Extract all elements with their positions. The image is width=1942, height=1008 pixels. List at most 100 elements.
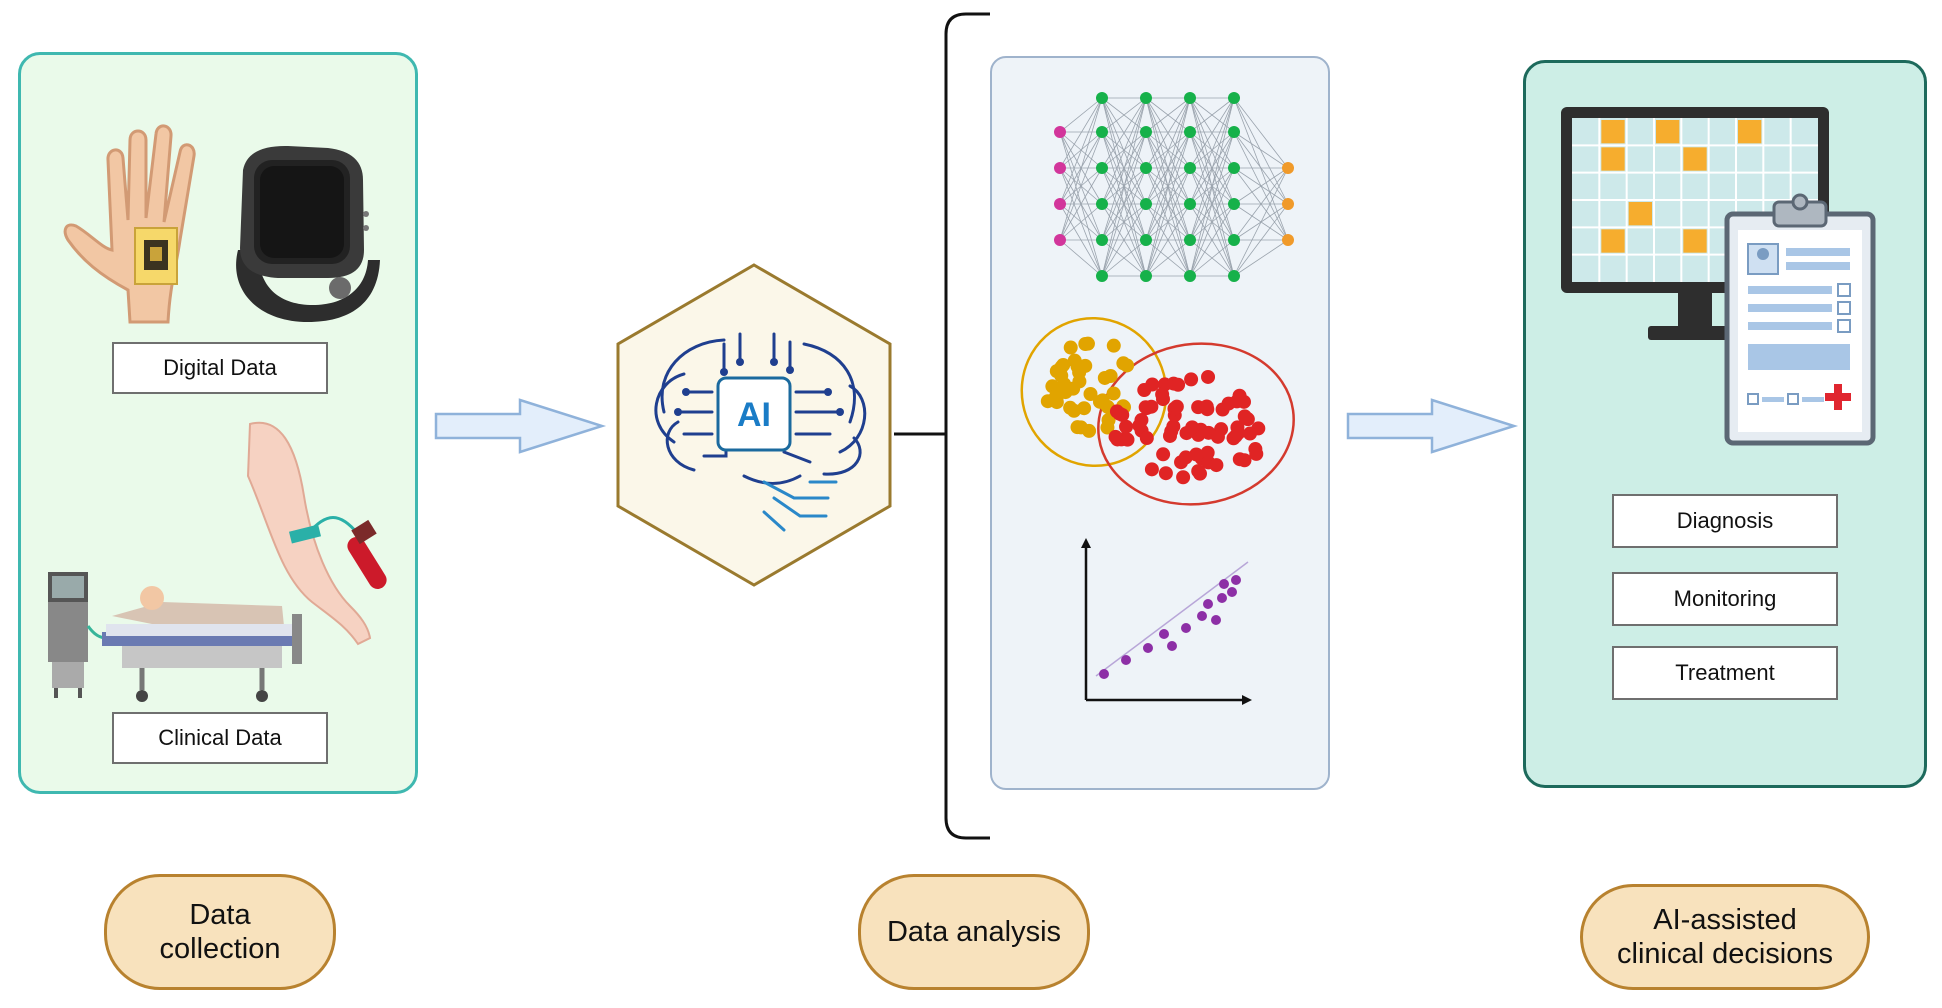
nn-node xyxy=(1096,126,1108,138)
nn-edge xyxy=(1145,97,1191,241)
cluster-point xyxy=(1072,374,1087,389)
nn-edge xyxy=(1059,239,1103,277)
nn-edge xyxy=(1145,97,1191,169)
nn-edge xyxy=(1233,239,1289,277)
cluster-point xyxy=(1108,429,1123,444)
cluster-point xyxy=(1078,336,1093,351)
nn-node xyxy=(1140,162,1152,174)
nn-node xyxy=(1228,162,1240,174)
cluster-point xyxy=(1144,462,1159,477)
scatter-point xyxy=(1227,587,1237,597)
cluster-point xyxy=(1106,386,1121,401)
scatter-point xyxy=(1203,599,1213,609)
cluster-point xyxy=(1109,404,1124,419)
medical-clipboard-icon xyxy=(1724,193,1876,446)
cluster-point xyxy=(1201,369,1216,384)
nn-node xyxy=(1096,234,1108,246)
nn-edge xyxy=(1233,167,1289,205)
nn-edge xyxy=(1189,239,1235,277)
cluster-plot-icon xyxy=(1020,316,1295,506)
cluster-point xyxy=(1243,426,1258,441)
cluster-point xyxy=(1179,426,1194,441)
nn-edge xyxy=(1145,131,1191,277)
dashboard-cell xyxy=(1656,120,1680,144)
nn-node xyxy=(1184,270,1196,282)
arrow-right-icon xyxy=(1346,398,1519,454)
ai-chip-label: AI xyxy=(737,396,771,434)
scatter-point xyxy=(1211,615,1221,625)
nn-node xyxy=(1096,92,1108,104)
cluster-point xyxy=(1191,464,1206,479)
dashboard-cell xyxy=(1601,120,1625,144)
stage-line: Data analysis xyxy=(886,916,1062,948)
cluster-point xyxy=(1155,392,1170,407)
nn-edge xyxy=(1189,97,1235,241)
nn-node xyxy=(1228,92,1240,104)
scatter-point xyxy=(1143,643,1153,653)
stage-data-collection-text: Data collection xyxy=(160,898,281,966)
neural-network-icon xyxy=(1054,92,1294,282)
dashboard-cell xyxy=(1601,229,1625,253)
stage-ai-assisted-decisions: AI-assisted clinical decisions xyxy=(1580,884,1870,990)
cluster-point xyxy=(1169,399,1184,414)
scatter-point xyxy=(1219,579,1229,589)
nn-edge xyxy=(1059,131,1103,241)
stage-line: clinical decisions xyxy=(1617,938,1833,970)
cluster-point xyxy=(1139,431,1154,446)
smartwatch-icon xyxy=(236,145,380,322)
cluster-point xyxy=(1106,338,1121,353)
treatment-text: Treatment xyxy=(1675,660,1775,685)
nn-edge xyxy=(1233,203,1289,277)
nn-edge xyxy=(1189,203,1235,277)
cluster-point xyxy=(1144,399,1159,414)
nn-node xyxy=(1282,234,1294,246)
nn-edge xyxy=(1101,97,1147,277)
nn-edge xyxy=(1101,97,1147,241)
nn-node xyxy=(1184,162,1196,174)
treatment-label: Treatment xyxy=(1612,646,1838,700)
cluster-point xyxy=(1178,450,1193,465)
arm-blood-draw-icon xyxy=(246,421,387,646)
nn-edge xyxy=(1233,167,1289,277)
dashboard-cell xyxy=(1683,147,1707,171)
cluster-point xyxy=(1158,466,1173,481)
scatter-point xyxy=(1099,669,1109,679)
nn-node xyxy=(1096,198,1108,210)
nn-node xyxy=(1184,126,1196,138)
nn-edge xyxy=(1233,131,1289,169)
cluster-point xyxy=(1137,383,1152,398)
diagnosis-text: Diagnosis xyxy=(1676,508,1774,533)
stage-data-analysis-text: Data analysis xyxy=(887,915,1061,949)
cluster-point xyxy=(1101,413,1116,428)
nn-edge xyxy=(1189,131,1235,277)
cluster-point xyxy=(1056,357,1071,372)
nn-node xyxy=(1140,92,1152,104)
nn-node xyxy=(1228,126,1240,138)
nn-edge xyxy=(1145,97,1191,133)
nn-edge xyxy=(1233,167,1289,241)
scatter-point xyxy=(1181,623,1191,633)
cluster-point xyxy=(1237,409,1252,424)
nn-edge xyxy=(1189,97,1235,205)
nn-edge xyxy=(1059,203,1103,241)
nn-node xyxy=(1228,234,1240,246)
scatter-regression-icon xyxy=(1081,538,1252,705)
analysis-bracket xyxy=(894,12,990,840)
cluster-point xyxy=(1209,458,1224,473)
cluster-point xyxy=(1210,429,1225,444)
nn-edge xyxy=(1145,239,1191,277)
nn-node xyxy=(1054,198,1066,210)
digital-data-text: Digital Data xyxy=(163,355,277,380)
scatter-point xyxy=(1231,575,1241,585)
scatter-point xyxy=(1121,655,1131,665)
regression-line xyxy=(1095,561,1249,677)
dashboard-cell xyxy=(1601,147,1625,171)
nn-node xyxy=(1184,234,1196,246)
cluster-point xyxy=(1092,394,1107,409)
monitoring-label: Monitoring xyxy=(1612,572,1838,626)
cluster-point xyxy=(1229,394,1244,409)
nn-edge xyxy=(1101,97,1147,169)
nn-node xyxy=(1282,162,1294,174)
nn-node xyxy=(1140,126,1152,138)
arrow-right-icon xyxy=(434,398,607,454)
